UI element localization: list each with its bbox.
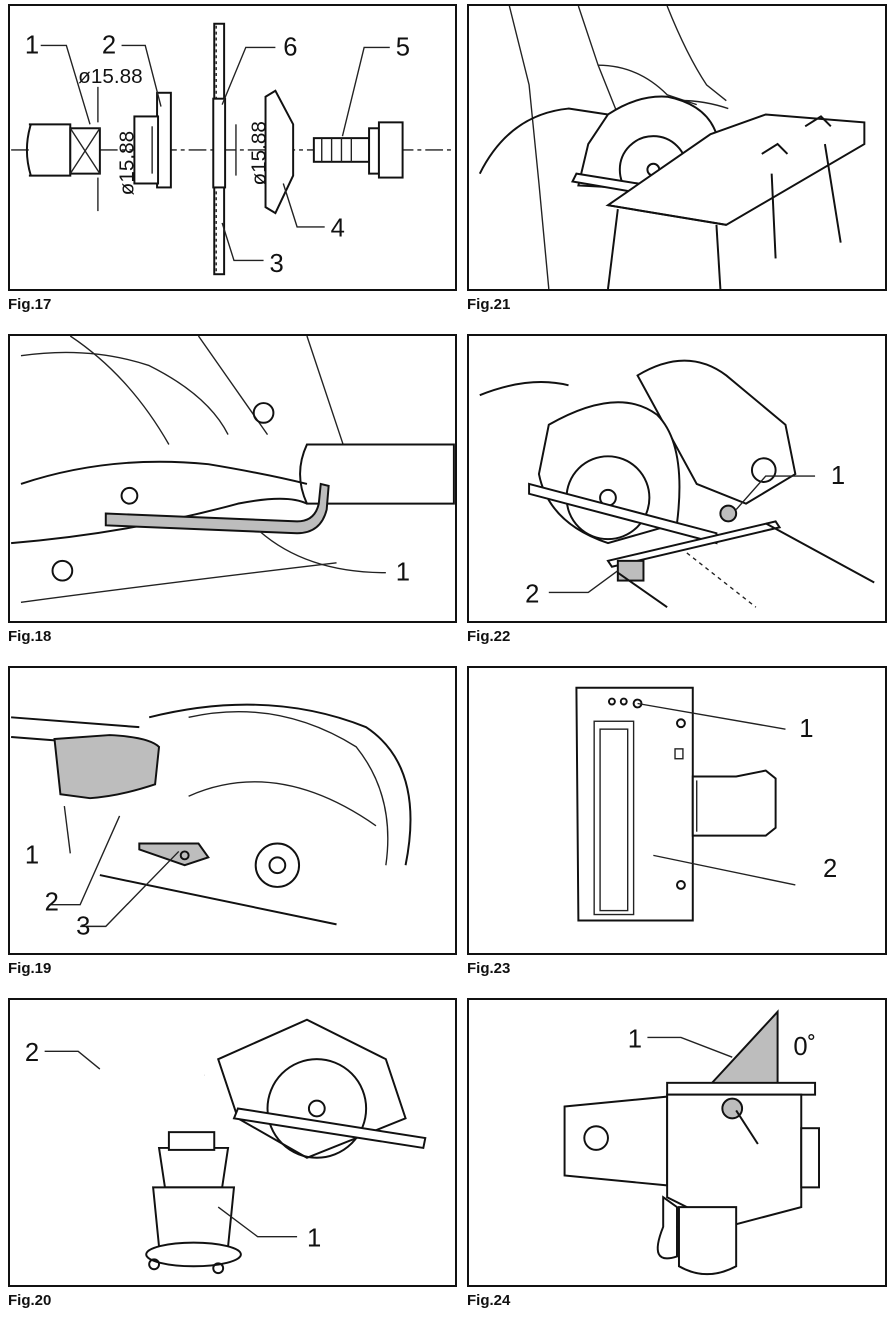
fig17-panel: 1 2 3 4 5 6 ø15.88 ø15.88 ø15.88 <box>8 4 457 291</box>
fig24-label-1: 1 <box>628 1025 642 1053</box>
fig20-label-2: 2 <box>25 1039 39 1067</box>
fig17-label-2: 2 <box>102 31 116 59</box>
fig18-panel: 1 <box>8 334 457 623</box>
fig23-caption: Fig.23 <box>467 960 511 977</box>
fig19-label-3: 3 <box>76 912 90 940</box>
fig17-dim-inner: ø15.88 <box>115 131 138 195</box>
fig20-caption: Fig.20 <box>8 1292 52 1309</box>
dust-nozzle-illustration: 1 2 3 <box>11 703 412 940</box>
fig20-panel: 1 2 <box>8 998 457 1287</box>
vacuum-connection-illustration: 1 2 <box>25 1018 427 1275</box>
fig17-dim-outer: ø15.88 <box>248 121 271 185</box>
fig22-label-1: 1 <box>831 462 845 490</box>
fig17-caption: Fig.17 <box>8 296 52 313</box>
fig19-label-1: 1 <box>25 841 39 869</box>
fig22-label-2: 2 <box>525 580 539 608</box>
fig18-caption: Fig.18 <box>8 628 52 645</box>
fig23-panel: 1 2 <box>467 666 887 955</box>
fig17-dim-top: ø15.88 <box>78 65 142 88</box>
fig24-caption: Fig.24 <box>467 1292 511 1309</box>
fig24-angle-label: 0˚ <box>793 1033 816 1061</box>
fig17-label-4: 4 <box>331 215 345 243</box>
fig18-label-1: 1 <box>396 559 410 587</box>
fig19-caption: Fig.19 <box>8 960 52 977</box>
fig23-label-2: 2 <box>823 855 837 883</box>
blade-assembly-diagram: 1 2 3 4 5 6 ø15.88 ø15.88 ø15.88 <box>11 22 454 278</box>
saw-on-workbench-illustration <box>478 6 866 289</box>
fig22-panel: 1 2 <box>467 334 887 623</box>
rip-fence-illustration: 1 2 <box>479 359 875 608</box>
fig17-label-5: 5 <box>396 33 410 61</box>
fig19-label-2: 2 <box>45 889 59 917</box>
fig17-label-6: 6 <box>283 33 297 61</box>
fig17-label-1: 1 <box>25 31 39 59</box>
fig17-label-3: 3 <box>269 250 283 278</box>
fig24-panel: 1 0˚ <box>467 998 887 1287</box>
hex-wrench-storage-illustration: 1 <box>11 336 455 603</box>
base-plate-bottom-view: 1 2 <box>575 686 837 922</box>
fig20-label-1: 1 <box>307 1225 321 1253</box>
fig19-panel: 1 2 3 <box>8 666 457 955</box>
fig22-caption: Fig.22 <box>467 628 511 645</box>
fig21-caption: Fig.21 <box>467 296 511 313</box>
fig21-panel <box>467 4 887 291</box>
fig23-label-1: 1 <box>799 715 813 743</box>
bevel-angle-check-illustration: 1 0˚ <box>563 1009 820 1276</box>
